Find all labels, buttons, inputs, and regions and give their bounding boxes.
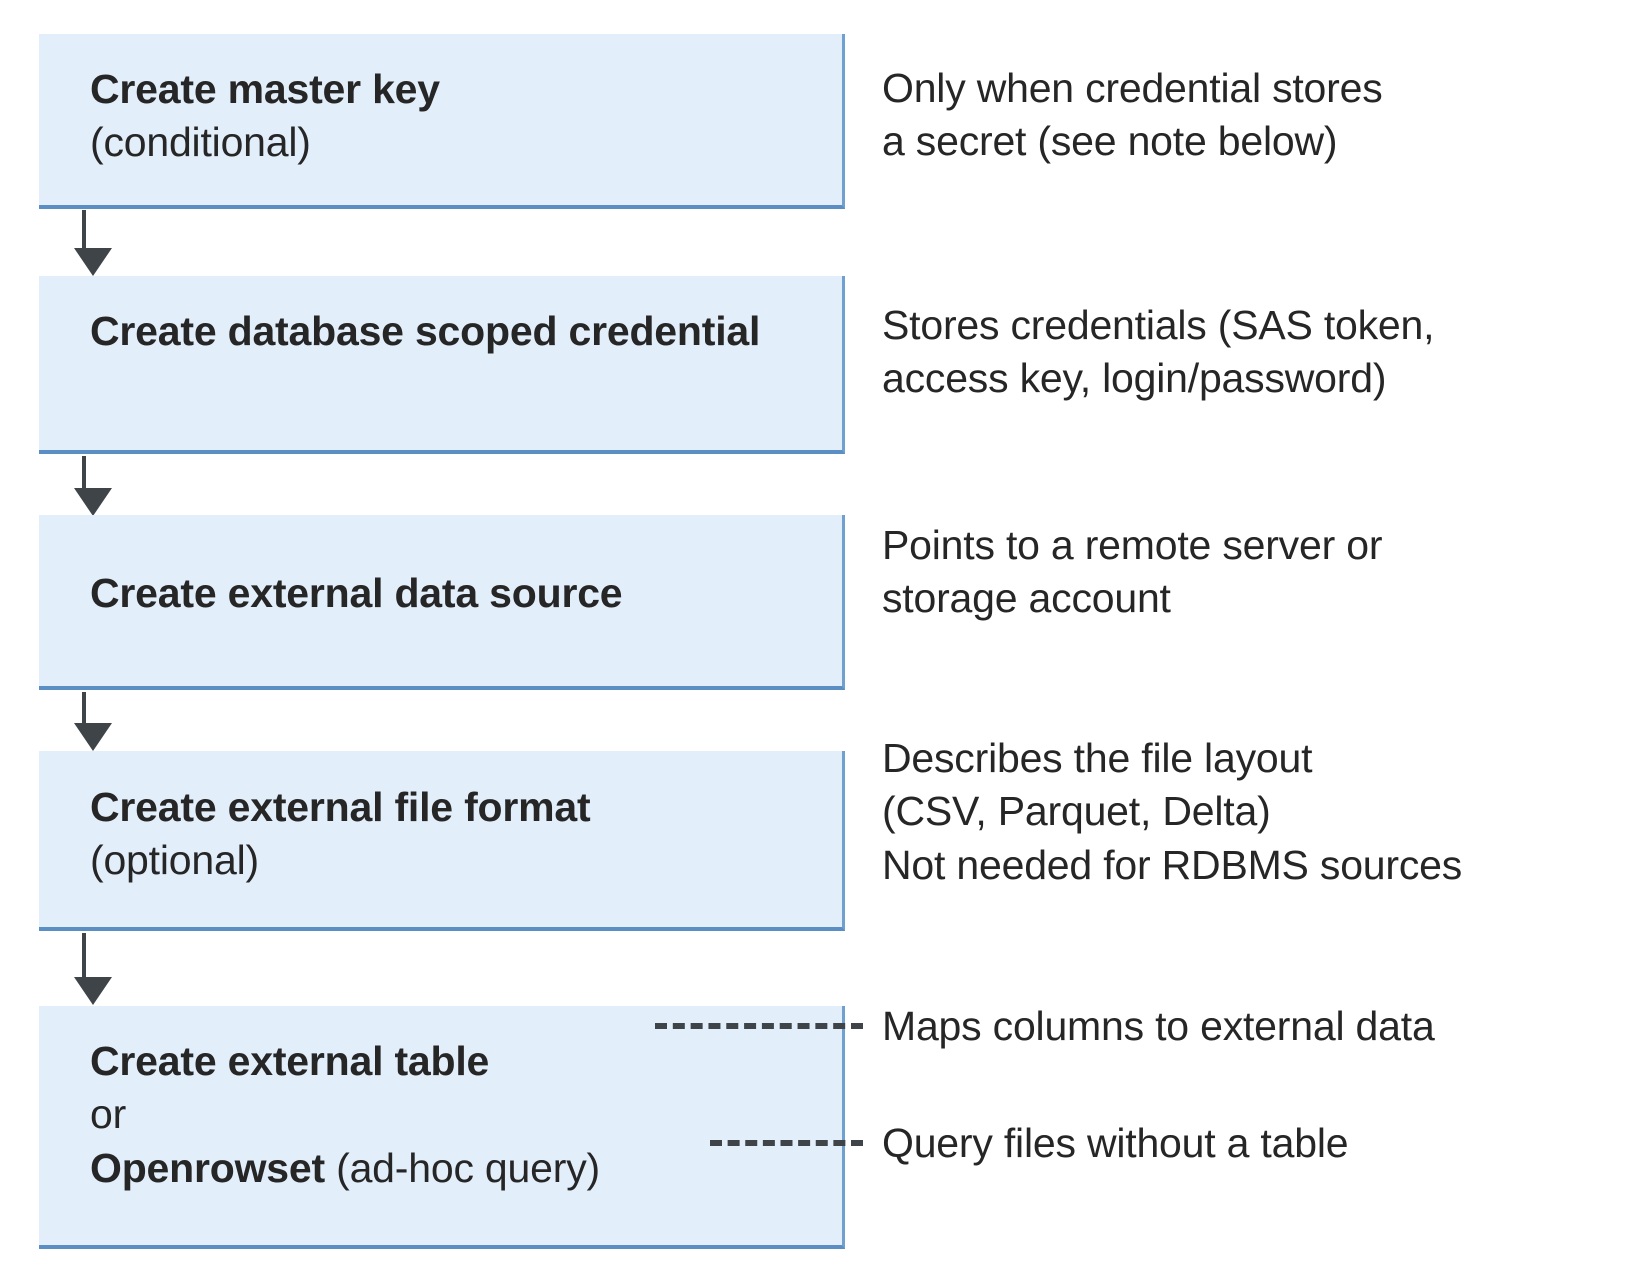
arrow-head — [74, 248, 112, 276]
arrow-shaft — [82, 933, 86, 979]
dashed-leader-line-openrowset — [710, 1140, 863, 1146]
note-create-external-data-source: Points to a remote server or storage acc… — [882, 522, 1383, 622]
arrow-head — [74, 723, 112, 751]
flow-step-qualifier: (conditional) — [90, 119, 311, 166]
arrow-head — [74, 977, 112, 1005]
arrow-down-icon — [74, 933, 112, 1007]
flow-step-title: Create database scoped credential — [90, 308, 761, 354]
flow-step-title: Create master key — [90, 66, 440, 112]
flow-step-create-master-key[interactable]: Create master key (conditional) — [39, 34, 845, 209]
flow-step-label: Create master key (conditional) — [90, 63, 834, 170]
flow-step-create-external-file-format[interactable]: Create external file format (optional) — [39, 751, 845, 931]
flow-step-label: Create database scoped credential — [90, 305, 834, 358]
flow-step-secondary-qualifier: (ad-hoc query) — [324, 1144, 600, 1191]
arrow-head — [74, 488, 112, 516]
flow-step-create-database-scoped-credential[interactable]: Create database scoped credential — [39, 276, 845, 454]
dashed-leader-line-external-table — [655, 1023, 863, 1029]
flow-step-create-external-data-source[interactable]: Create external data source — [39, 515, 845, 690]
flow-step-title: Create external file format — [90, 784, 591, 830]
note-openrowset: Query files without a table — [882, 1120, 1349, 1166]
flow-step-primary-title: Create external table — [90, 1038, 490, 1084]
arrow-shaft — [82, 692, 86, 725]
arrow-down-icon — [74, 210, 112, 276]
flow-step-qualifier: (optional) — [90, 837, 259, 884]
arrow-shaft — [82, 456, 86, 490]
flow-step-secondary-title: Openrowset — [90, 1144, 325, 1191]
arrow-down-icon — [74, 692, 112, 752]
arrow-shaft — [82, 210, 86, 250]
note-create-external-table: Maps columns to external data — [882, 1003, 1435, 1049]
flow-step-separator: or — [90, 1091, 127, 1138]
flow-step-label: Create external data source — [90, 567, 834, 620]
note-create-database-scoped-credential: Stores credentials (SAS token, access ke… — [882, 302, 1435, 402]
note-create-external-file-format: Describes the file layout (CSV, Parquet,… — [882, 735, 1463, 888]
flow-step-title: Create external data source — [90, 570, 623, 616]
arrow-down-icon — [74, 456, 112, 516]
flow-step-label: Create external file format (optional) — [90, 781, 834, 888]
note-create-master-key: Only when credential stores a secret (se… — [882, 65, 1383, 165]
